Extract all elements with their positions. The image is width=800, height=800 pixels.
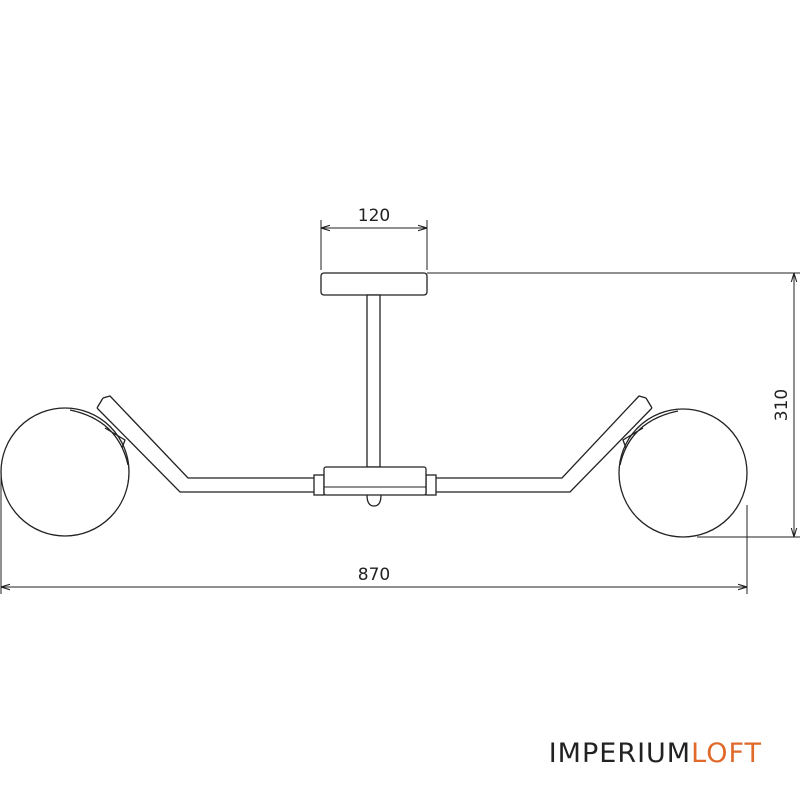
hub-finial — [366, 494, 382, 507]
brand-logo-part2: LOFT — [691, 738, 762, 769]
central-hub — [323, 466, 427, 496]
right-globe-holder — [619, 410, 679, 466]
brand-logo: IMPERIUMLOFT — [549, 738, 762, 769]
dimension-canopy-width: 120 — [320, 206, 428, 270]
ceiling-canopy — [320, 272, 428, 296]
left-arm-joint — [313, 474, 325, 496]
center-rod — [366, 294, 381, 468]
right-arm-joint — [425, 474, 437, 496]
left-globe — [0, 407, 130, 537]
right-globe — [618, 408, 748, 538]
dimension-total-width: 870 — [0, 472, 748, 594]
lamp-body — [0, 272, 748, 538]
left-arm — [96, 395, 322, 493]
right-arm — [428, 395, 653, 493]
dimension-total-height: 310 — [427, 272, 800, 538]
dimension-label-120: 120 — [358, 206, 390, 226]
left-globe-holder — [69, 409, 129, 466]
dimension-label-310: 310 — [772, 389, 792, 421]
dimension-label-870: 870 — [358, 565, 390, 585]
brand-logo-part1: IMPERIUM — [549, 738, 691, 769]
